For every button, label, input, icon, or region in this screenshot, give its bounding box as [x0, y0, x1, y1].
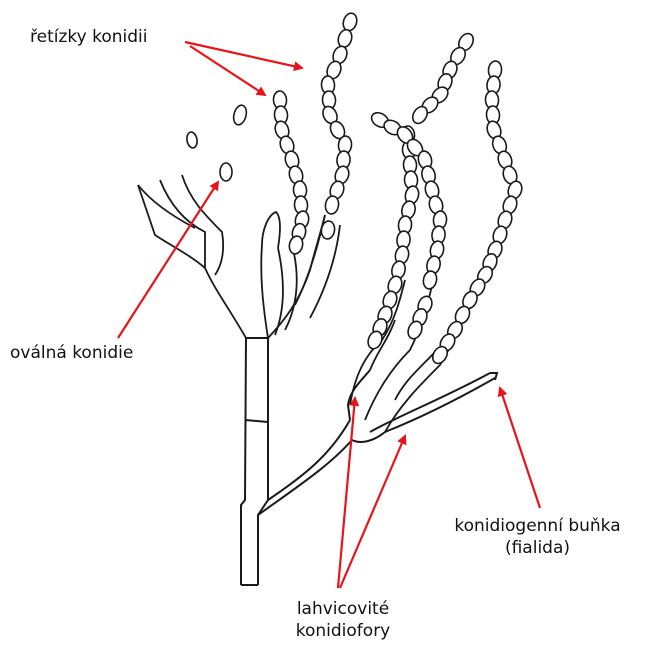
conidium — [324, 195, 340, 215]
label-oval-conidia: oválná konidie — [10, 342, 133, 364]
label-flask-line1: lahvicovité — [283, 598, 403, 620]
stipe — [241, 338, 268, 585]
upper-phialides — [138, 175, 340, 338]
label-flask-line2: konidiofory — [283, 620, 403, 642]
arrow-conidiogenous-cell — [500, 388, 540, 508]
label-conidiogenous-line1: konidiogenní buňka — [430, 515, 645, 537]
label-conidiogenous-line2: (fialida) — [430, 537, 645, 559]
oval-conidium — [186, 131, 199, 148]
isolated-conidia — [186, 104, 249, 181]
oval-conidium — [220, 163, 232, 181]
arrow-oval-conidia — [118, 182, 218, 338]
label-conidia-chains: řetízky konidii — [30, 26, 147, 48]
annotation-arrows — [118, 42, 540, 588]
arrow-chains-2 — [190, 46, 265, 95]
label-conidiogenous-cell: konidiogenní buňka (fialida) — [430, 515, 645, 559]
oval-conidium — [232, 104, 249, 126]
label-flask-conidiophores: lahvicovité konidiofory — [283, 598, 403, 642]
flask-conidiophores — [350, 280, 470, 432]
conidia-chains — [273, 11, 524, 366]
